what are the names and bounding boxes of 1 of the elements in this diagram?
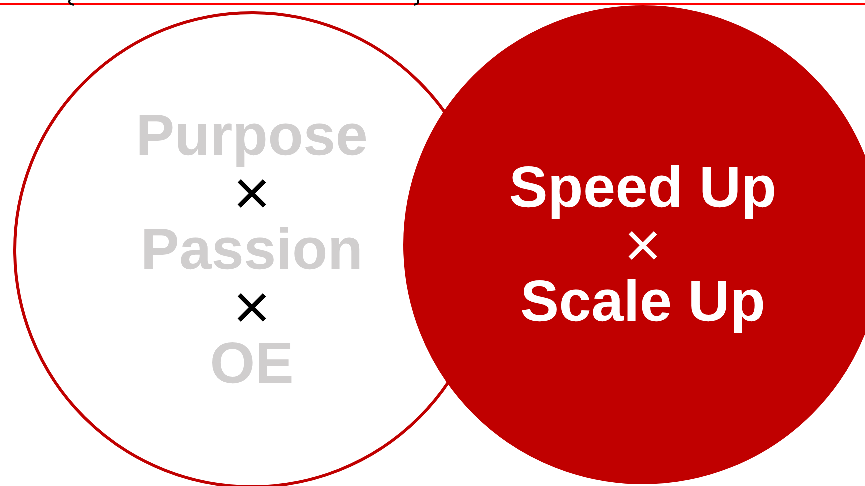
multiply-sign: ×	[233, 275, 271, 339]
